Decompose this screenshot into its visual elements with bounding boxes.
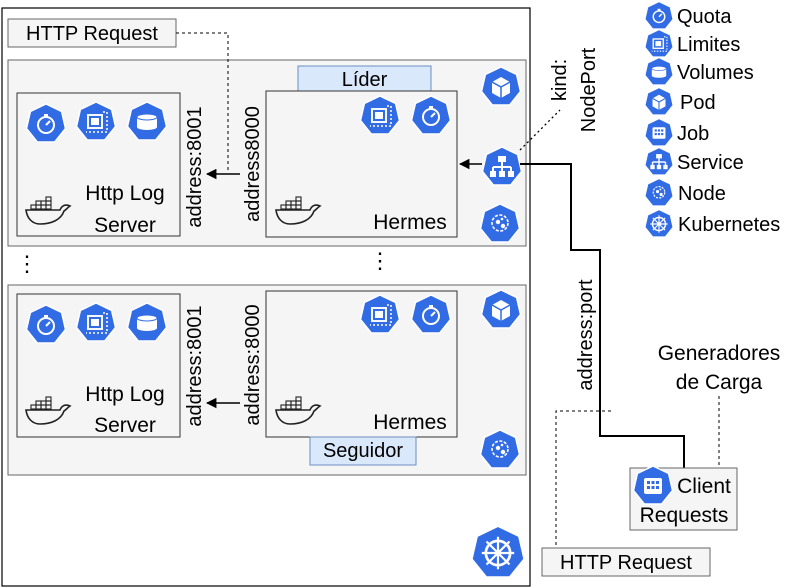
pod-icon xyxy=(645,88,673,115)
client-requests-line1: Client xyxy=(677,475,731,498)
hermes-label: Hermes xyxy=(373,211,447,234)
quota-icon xyxy=(645,2,673,29)
http-request-top-label: HTTP Request xyxy=(26,23,158,45)
limits-icon xyxy=(645,30,673,57)
follower-label: Seguidor xyxy=(323,440,403,462)
load-generators-line2: de Carga xyxy=(676,371,763,394)
job-icon xyxy=(645,119,673,146)
log-server-line1: Http Log xyxy=(85,383,164,406)
legend-label: Kubernetes xyxy=(678,214,780,236)
hermes-label: Hermes xyxy=(373,411,447,434)
http-request-top-box xyxy=(7,18,177,48)
ellipsis-right: ⋮ xyxy=(369,248,391,273)
address-8000-label: address8000 xyxy=(242,106,264,222)
legend-label: Limites xyxy=(677,34,740,56)
legend-label: Service xyxy=(677,152,744,174)
kubernetes-icon xyxy=(645,210,673,237)
legend: Quota Limites Volumes Pod Job Service No… xyxy=(645,2,780,237)
http-request-bottom-box xyxy=(541,547,711,577)
ellipsis-left: ⋮ xyxy=(16,251,38,276)
legend-label: Node xyxy=(678,183,726,205)
log-server-line2: Server xyxy=(94,414,156,437)
volumes-icon xyxy=(645,58,673,85)
legend-label: Quota xyxy=(677,6,732,28)
legend-label: Job xyxy=(677,123,709,145)
address-port-label: address:port xyxy=(575,279,597,391)
address-8000-label: address:8000 xyxy=(242,304,264,425)
legend-label: Pod xyxy=(680,92,716,114)
kind-label: kind: xyxy=(549,59,571,101)
address-8001-label: address:8001 xyxy=(184,106,206,227)
legend-label: Volumes xyxy=(677,62,754,84)
http-request-bottom-connector xyxy=(555,410,611,548)
log-server-line2: Server xyxy=(94,214,156,237)
service-icon xyxy=(645,148,673,175)
follower-tag xyxy=(309,436,417,466)
load-generators-line1: Generadores xyxy=(658,342,781,365)
leader-label: Líder xyxy=(342,69,388,91)
nodeport-label: NodePort xyxy=(578,47,600,132)
node-icon xyxy=(645,179,673,206)
client-requests-line2: Requests xyxy=(640,504,729,527)
address-8001-label: address:8001 xyxy=(184,305,206,426)
log-server-line1: Http Log xyxy=(85,182,164,205)
http-request-bottom-label: HTTP Request xyxy=(560,552,692,574)
client-connection-line xyxy=(520,163,685,468)
